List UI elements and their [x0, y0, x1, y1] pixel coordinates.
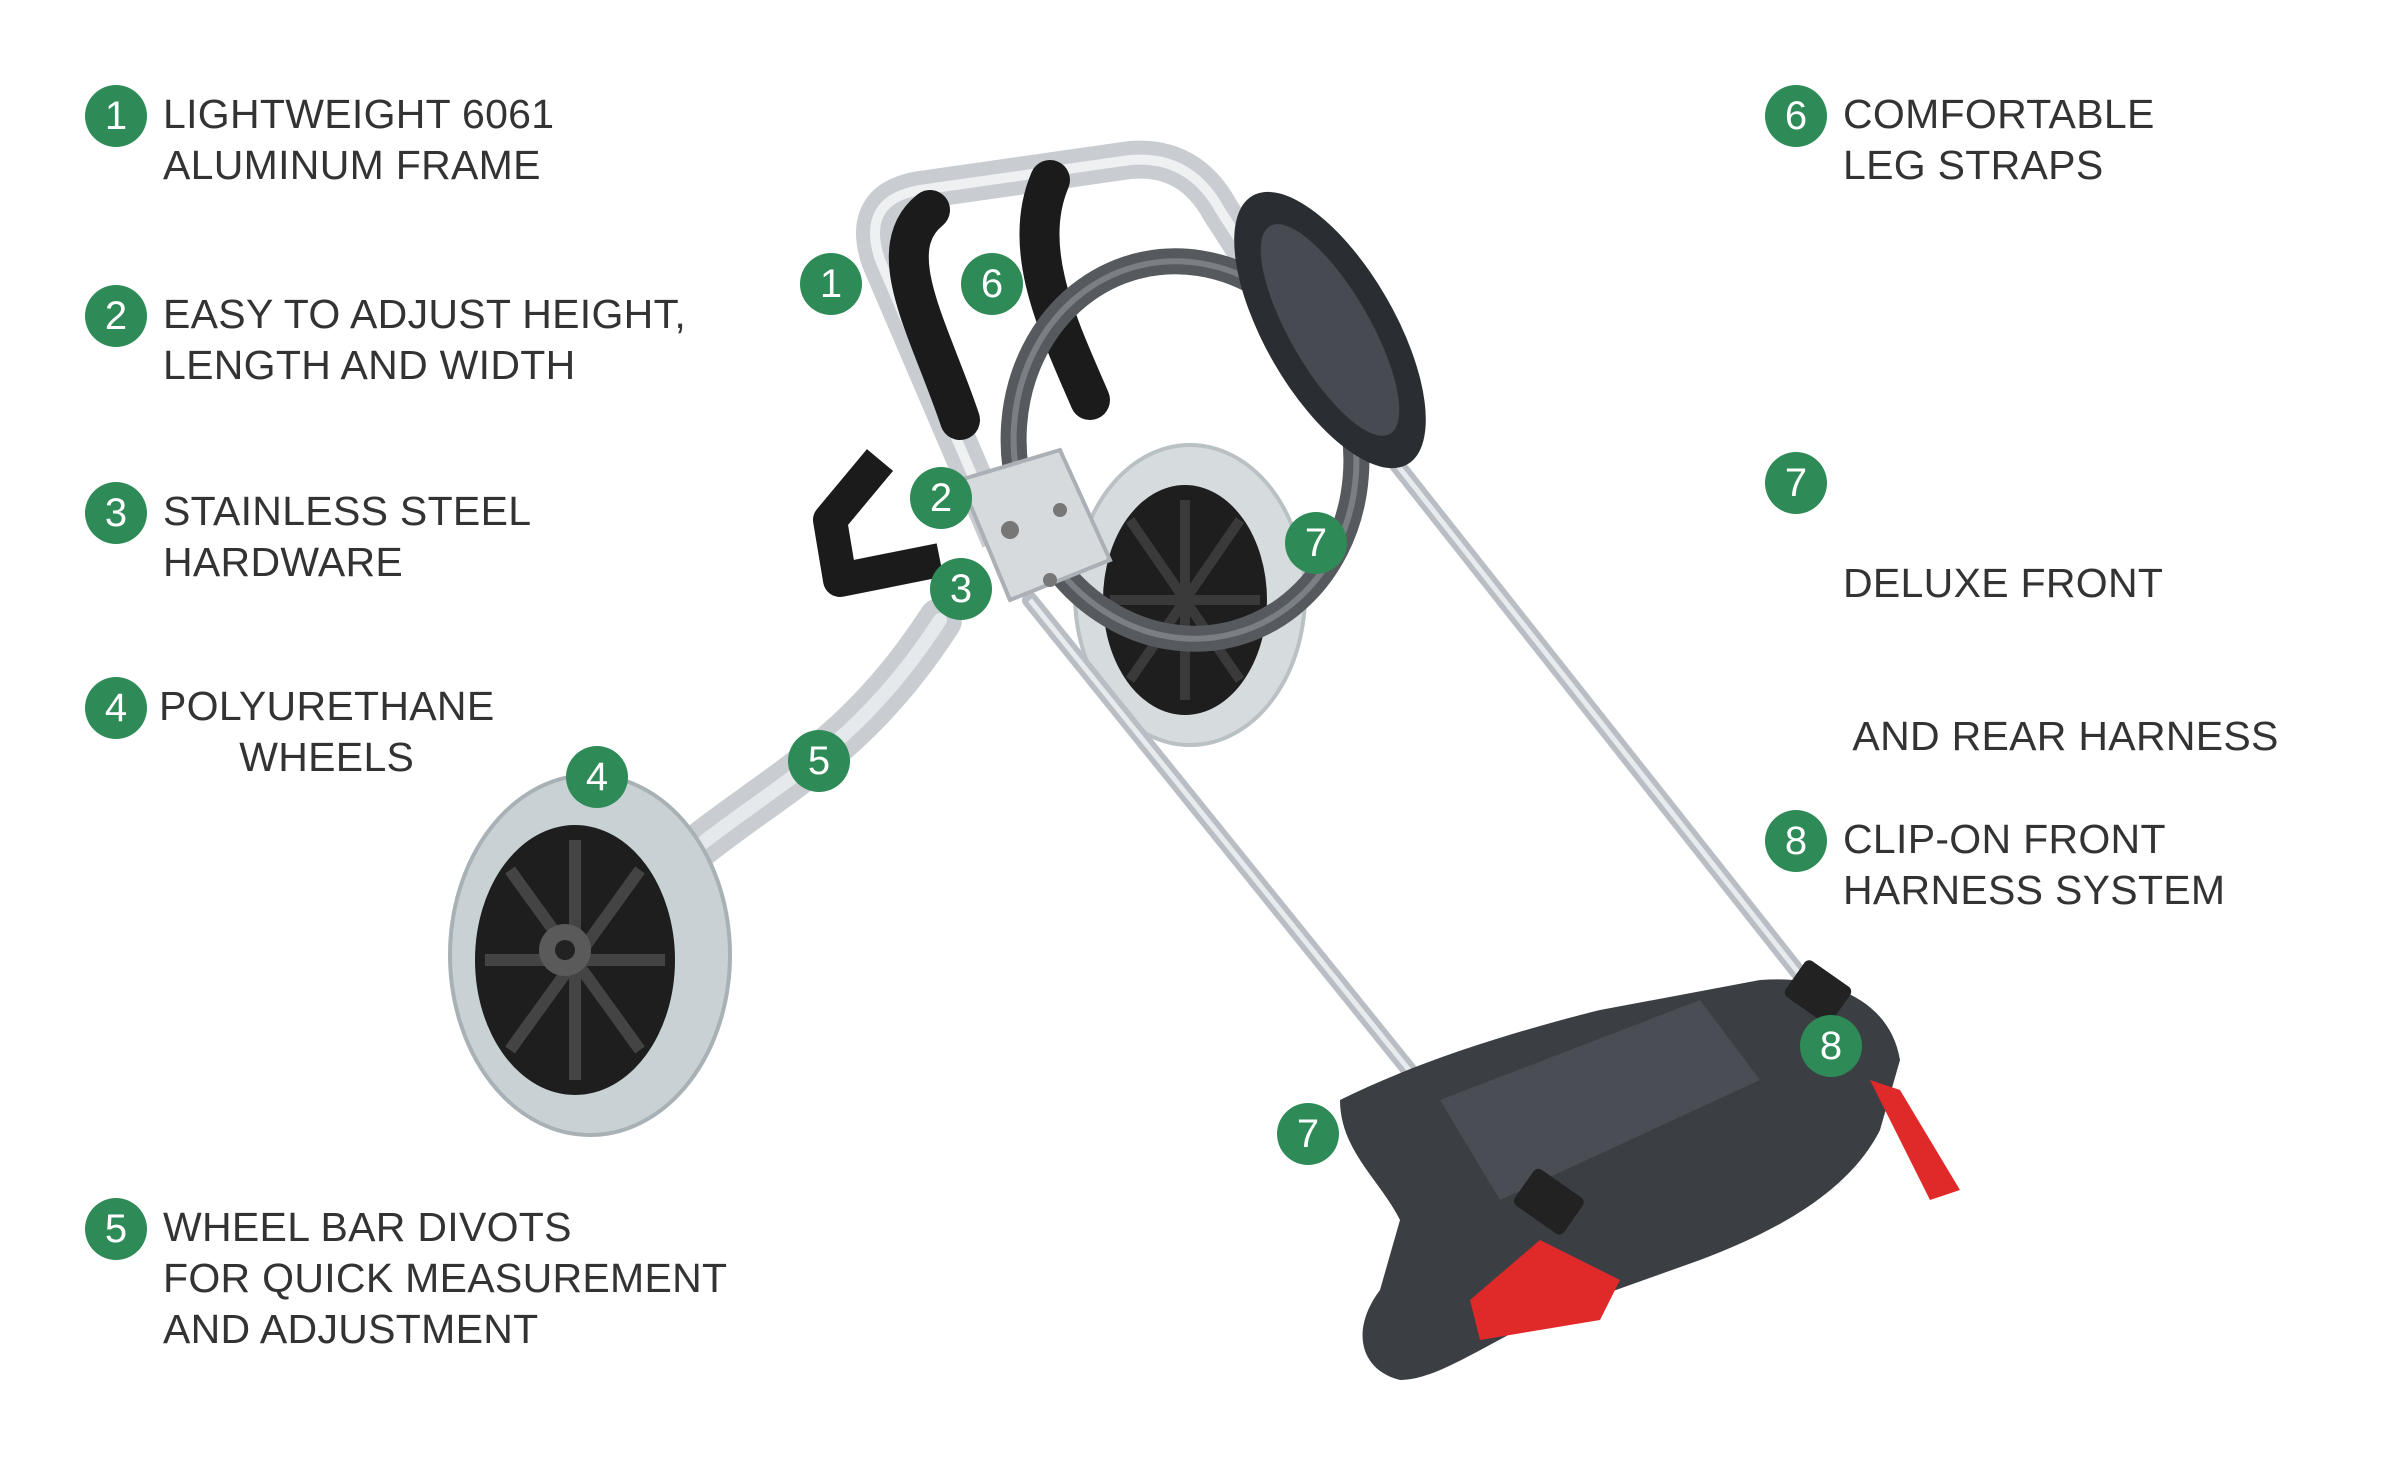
feature-3: 3 STAINLESS STEEL HARDWARE: [85, 482, 531, 588]
feature-5-line-1: WHEEL BAR DIVOTS: [163, 1204, 572, 1250]
feature-5-badge: 5: [85, 1198, 147, 1260]
feature-4-badge: 4: [85, 677, 147, 739]
feature-3-badge: 3: [85, 482, 147, 544]
feature-5: 5 WHEEL BAR DIVOTS FOR QUICK MEASUREMENT…: [85, 1198, 727, 1355]
feature-5-line-3: AND ADJUSTMENT: [163, 1306, 539, 1352]
adjustment-block: [957, 447, 1113, 603]
callout-4-marker: 4: [566, 746, 628, 808]
feature-8: 8 CLIP-ON FRONT HARNESS SYSTEM: [1765, 810, 2225, 916]
feature-7-text: DELUXE FRONT AND REAR HARNESS: [1843, 452, 2279, 864]
feature-5-text: WHEEL BAR DIVOTS FOR QUICK MEASUREMENT A…: [163, 1198, 727, 1355]
feature-5-line-2: FOR QUICK MEASUREMENT: [163, 1255, 728, 1301]
feature-8-line-2: HARNESS SYSTEM: [1843, 867, 2226, 913]
feature-8-line-1: CLIP-ON FRONT: [1843, 816, 2166, 862]
feature-6-line-1: COMFORTABLE: [1843, 91, 2155, 137]
front-wheel-left: [448, 773, 732, 1137]
callout-2-marker: 2: [910, 467, 972, 529]
callout-1-marker: 1: [800, 253, 862, 315]
feature-3-line-2: HARDWARE: [163, 539, 404, 585]
feature-1-line-1: LIGHTWEIGHT 6061: [163, 91, 555, 137]
callout-7-marker-front: 7: [1277, 1103, 1339, 1165]
feature-1-badge: 1: [85, 85, 147, 147]
feature-8-text: CLIP-ON FRONT HARNESS SYSTEM: [1843, 810, 2225, 916]
feature-4-text: POLYURETHANE WHEELS: [159, 677, 494, 783]
feature-4-line-2: WHEELS: [239, 734, 415, 780]
callout-7-marker-rear: 7: [1285, 512, 1347, 574]
feature-7-line-1: DELUXE FRONT: [1843, 560, 2164, 606]
feature-6-line-2: LEG STRAPS: [1843, 142, 2104, 188]
callout-6-marker: 6: [961, 253, 1023, 315]
feature-7-line-2: AND REAR HARNESS: [1843, 713, 2279, 759]
feature-7: 7 DELUXE FRONT AND REAR HARNESS: [1765, 452, 2279, 864]
leg-straps: [813, 160, 1110, 597]
feature-2-text: EASY TO ADJUST HEIGHT, LENGTH AND WIDTH: [163, 285, 686, 391]
callout-5-marker: 5: [788, 730, 850, 792]
feature-8-badge: 8: [1765, 810, 1827, 872]
feature-4: 4 POLYURETHANE WHEELS: [85, 677, 494, 783]
callout-3-marker: 3: [930, 558, 992, 620]
feature-3-text: STAINLESS STEEL HARDWARE: [163, 482, 531, 588]
feature-1-text: LIGHTWEIGHT 6061 ALUMINUM FRAME: [163, 85, 554, 191]
feature-3-line-1: STAINLESS STEEL: [163, 488, 532, 534]
feature-1-line-2: ALUMINUM FRAME: [163, 142, 541, 188]
upper-frame: [856, 140, 1346, 548]
feature-2: 2 EASY TO ADJUST HEIGHT, LENGTH AND WIDT…: [85, 285, 686, 391]
feature-2-line-2: LENGTH AND WIDTH: [163, 342, 576, 388]
rear-wheel-right: [1073, 443, 1307, 747]
feature-6-badge: 6: [1765, 85, 1827, 147]
front-harness: [1340, 960, 1960, 1380]
feature-6: 6 COMFORTABLE LEG STRAPS: [1765, 85, 2155, 191]
feature-4-line-1: POLYURETHANE: [159, 683, 495, 729]
callout-8-marker: 8: [1800, 1015, 1862, 1077]
feature-7-badge: 7: [1765, 452, 1827, 514]
feature-1: 1 LIGHTWEIGHT 6061 ALUMINUM FRAME: [85, 85, 554, 191]
feature-6-text: COMFORTABLE LEG STRAPS: [1843, 85, 2155, 191]
side-pad: [1234, 191, 1426, 469]
feature-2-badge: 2: [85, 285, 147, 347]
feature-2-line-1: EASY TO ADJUST HEIGHT,: [163, 291, 687, 337]
